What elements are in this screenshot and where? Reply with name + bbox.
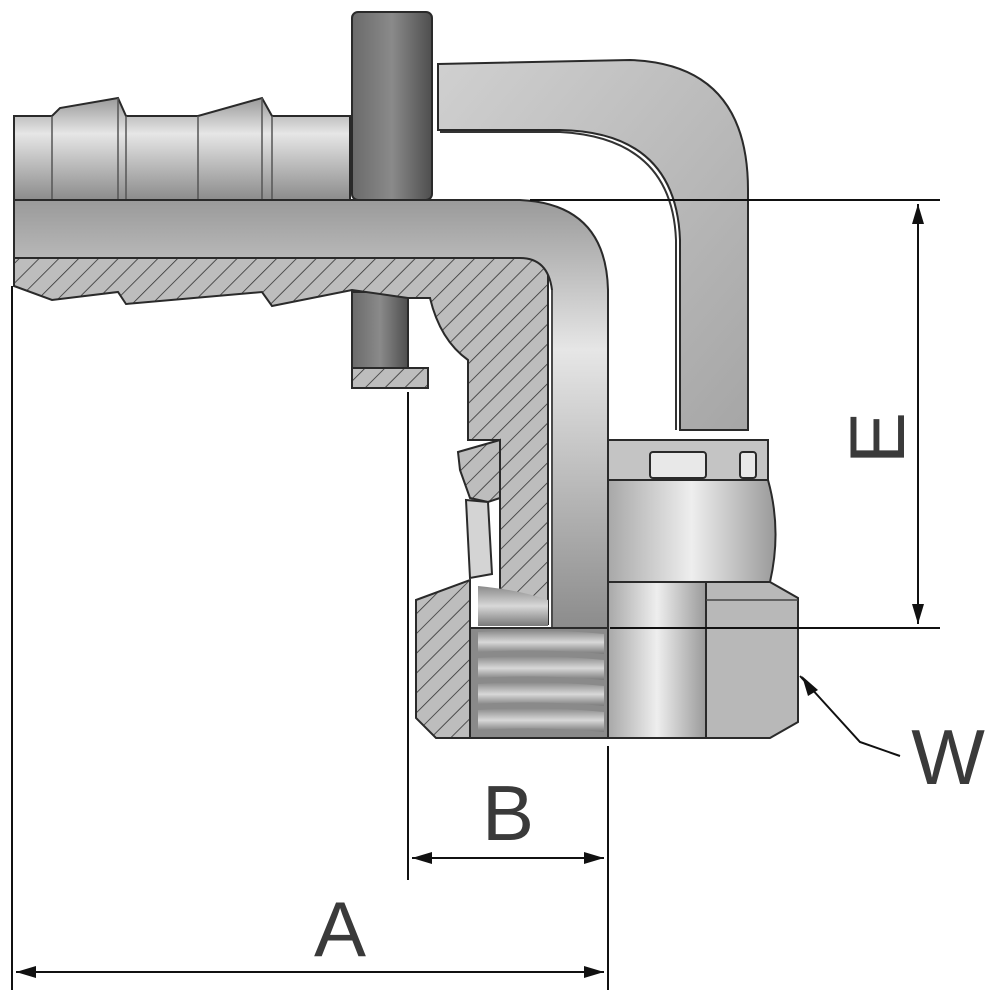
dimension-b bbox=[407, 392, 604, 880]
elbow-body bbox=[437, 58, 749, 431]
swivel-nut bbox=[607, 439, 799, 739]
dimension-a bbox=[11, 286, 609, 990]
label-a: A bbox=[314, 885, 366, 973]
internal-threads bbox=[469, 586, 609, 739]
label-e: E bbox=[833, 412, 921, 464]
section-hatch-nut bbox=[415, 438, 501, 739]
internal-bore bbox=[13, 199, 609, 629]
label-w: W bbox=[911, 713, 985, 801]
section-hatch-horizontal bbox=[13, 257, 549, 625]
leader-w bbox=[799, 675, 901, 757]
hose-barb-stem bbox=[13, 96, 351, 201]
dimension-e bbox=[530, 199, 940, 629]
label-b: B bbox=[482, 769, 534, 857]
